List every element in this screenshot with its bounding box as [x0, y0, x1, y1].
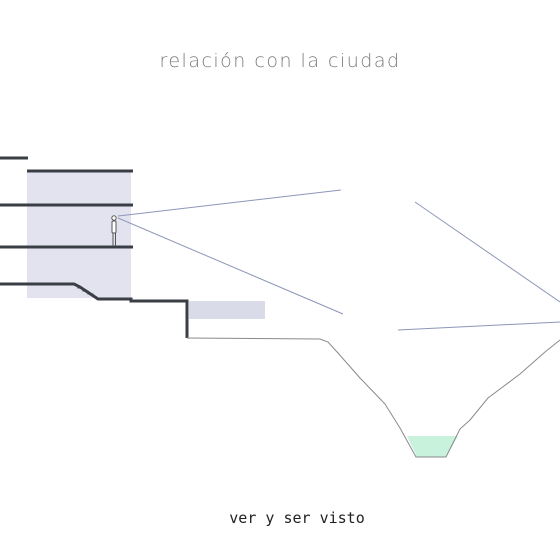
diagram-caption: ver y ser visto — [229, 509, 365, 527]
sight-line-upper — [117, 189, 342, 217]
person-figure — [111, 215, 117, 246]
floor-slabs — [0, 156, 133, 249]
sight-lines — [117, 189, 560, 331]
diagram-title: relación con la ciudad — [159, 50, 401, 72]
terrain-profile — [186, 337, 560, 458]
building-interior — [27, 172, 131, 298]
stair-steps — [77, 285, 94, 297]
ravine-water — [407, 436, 458, 457]
sight-line-far-upper — [414, 201, 560, 303]
terrace-block — [189, 301, 265, 319]
sight-line-far-lower — [397, 321, 560, 331]
ground-profile — [0, 282, 189, 338]
sight-line-lower — [117, 217, 344, 315]
